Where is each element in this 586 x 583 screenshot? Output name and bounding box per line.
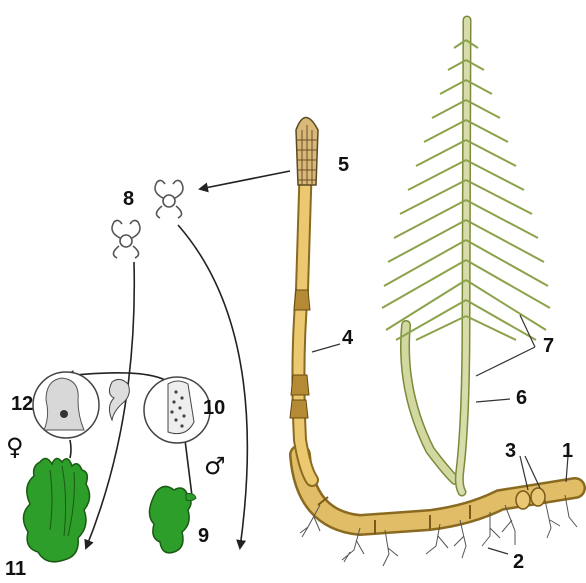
rhizome [289,444,586,537]
sterile-stem-branches [381,39,551,341]
label-1: 1 [562,440,573,462]
antheridium-detail [143,376,211,444]
label-11: 11 [5,558,26,580]
male-symbol: ♂ [204,452,226,480]
strobilus [295,116,319,186]
arrow-spore-to-male [177,224,249,550]
female-gametophyte [22,457,91,563]
line-archegonium [69,439,72,459]
label-leader-lines [311,314,569,555]
sperm-sketch [108,378,130,422]
label-8: 8 [123,188,134,210]
label-5: 5 [338,154,349,176]
label-2: 2 [513,551,524,573]
label-4: 4 [342,327,354,349]
female-symbol: ♀ [6,433,24,461]
arrow-strobilus-to-spore [198,170,291,193]
fertile-stem [289,153,319,487]
line-antheridium [184,439,193,497]
spore-top [154,179,184,219]
male-gametophyte [148,485,197,554]
arrow-sperm-to-egg [64,370,166,381]
spore-bottom [111,219,141,259]
label-7: 7 [543,335,554,357]
sterile-stem [400,15,472,497]
label-10: 10 [203,397,225,419]
label-6: 6 [516,387,527,409]
arrow-spore-to-female [84,261,136,550]
label-9: 9 [198,525,209,547]
roots [299,494,578,567]
life-cycle-arrows [64,170,291,550]
archegonium-detail [32,371,100,439]
label-12: 12 [11,393,33,415]
label-3: 3 [505,440,516,462]
